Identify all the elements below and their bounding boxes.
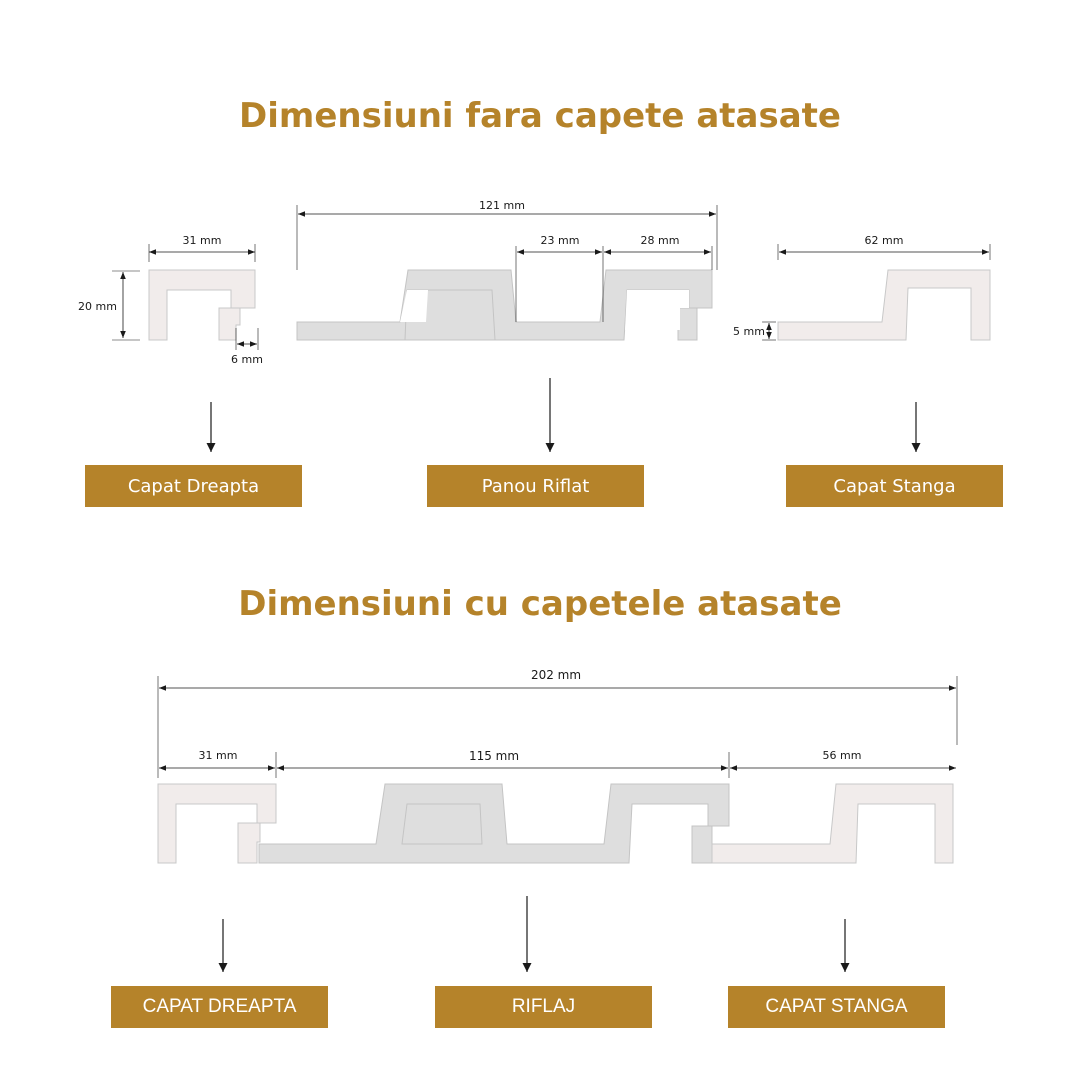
- assembled-right-end-profile: [711, 783, 954, 864]
- assembled-left-end-profile: [157, 783, 277, 864]
- dim-bottom-left-cap: 56 mm: [823, 749, 862, 762]
- section-title-top: Dimensiuni fara capete atasate: [239, 96, 841, 136]
- section-title-bottom: Dimensiuni cu capetele atasate: [238, 584, 842, 624]
- label-bottom-left-cap: CAPAT STANGA: [728, 986, 945, 1028]
- label-panel: Panou Riflat: [427, 465, 644, 507]
- dim-total-width: 202 mm: [531, 668, 581, 682]
- panel-profile-inner-right: [625, 290, 689, 330]
- dim-right-cap-slot: 6 mm: [231, 353, 263, 366]
- left-cap-profile: [777, 269, 991, 341]
- dim-panel-rib: 28 mm: [641, 234, 680, 247]
- assembled-panel-profile-slot: [691, 825, 713, 864]
- panel-profile-inner-left: [400, 290, 428, 322]
- right-cap-profile: [148, 269, 256, 341]
- label-left-cap: Capat Stanga: [786, 465, 1003, 507]
- dim-panel-width: 121 mm: [479, 199, 525, 212]
- dim-right-cap-width: 31 mm: [183, 234, 222, 247]
- dim-panel-gap: 23 mm: [541, 234, 580, 247]
- dim-bottom-panel: 115 mm: [469, 749, 519, 763]
- dim-left-cap-width: 62 mm: [865, 234, 904, 247]
- assembled-panel-profile: [258, 783, 730, 864]
- label-right-cap: Capat Dreapta: [85, 465, 302, 507]
- label-bottom-right-cap: CAPAT DREAPTA: [111, 986, 328, 1028]
- dim-right-cap-height: 20 mm: [78, 300, 117, 313]
- dim-left-cap-base: 5 mm: [733, 325, 765, 338]
- dim-bottom-right-cap: 31 mm: [199, 749, 238, 762]
- label-bottom-panel: RIFLAJ: [435, 986, 652, 1028]
